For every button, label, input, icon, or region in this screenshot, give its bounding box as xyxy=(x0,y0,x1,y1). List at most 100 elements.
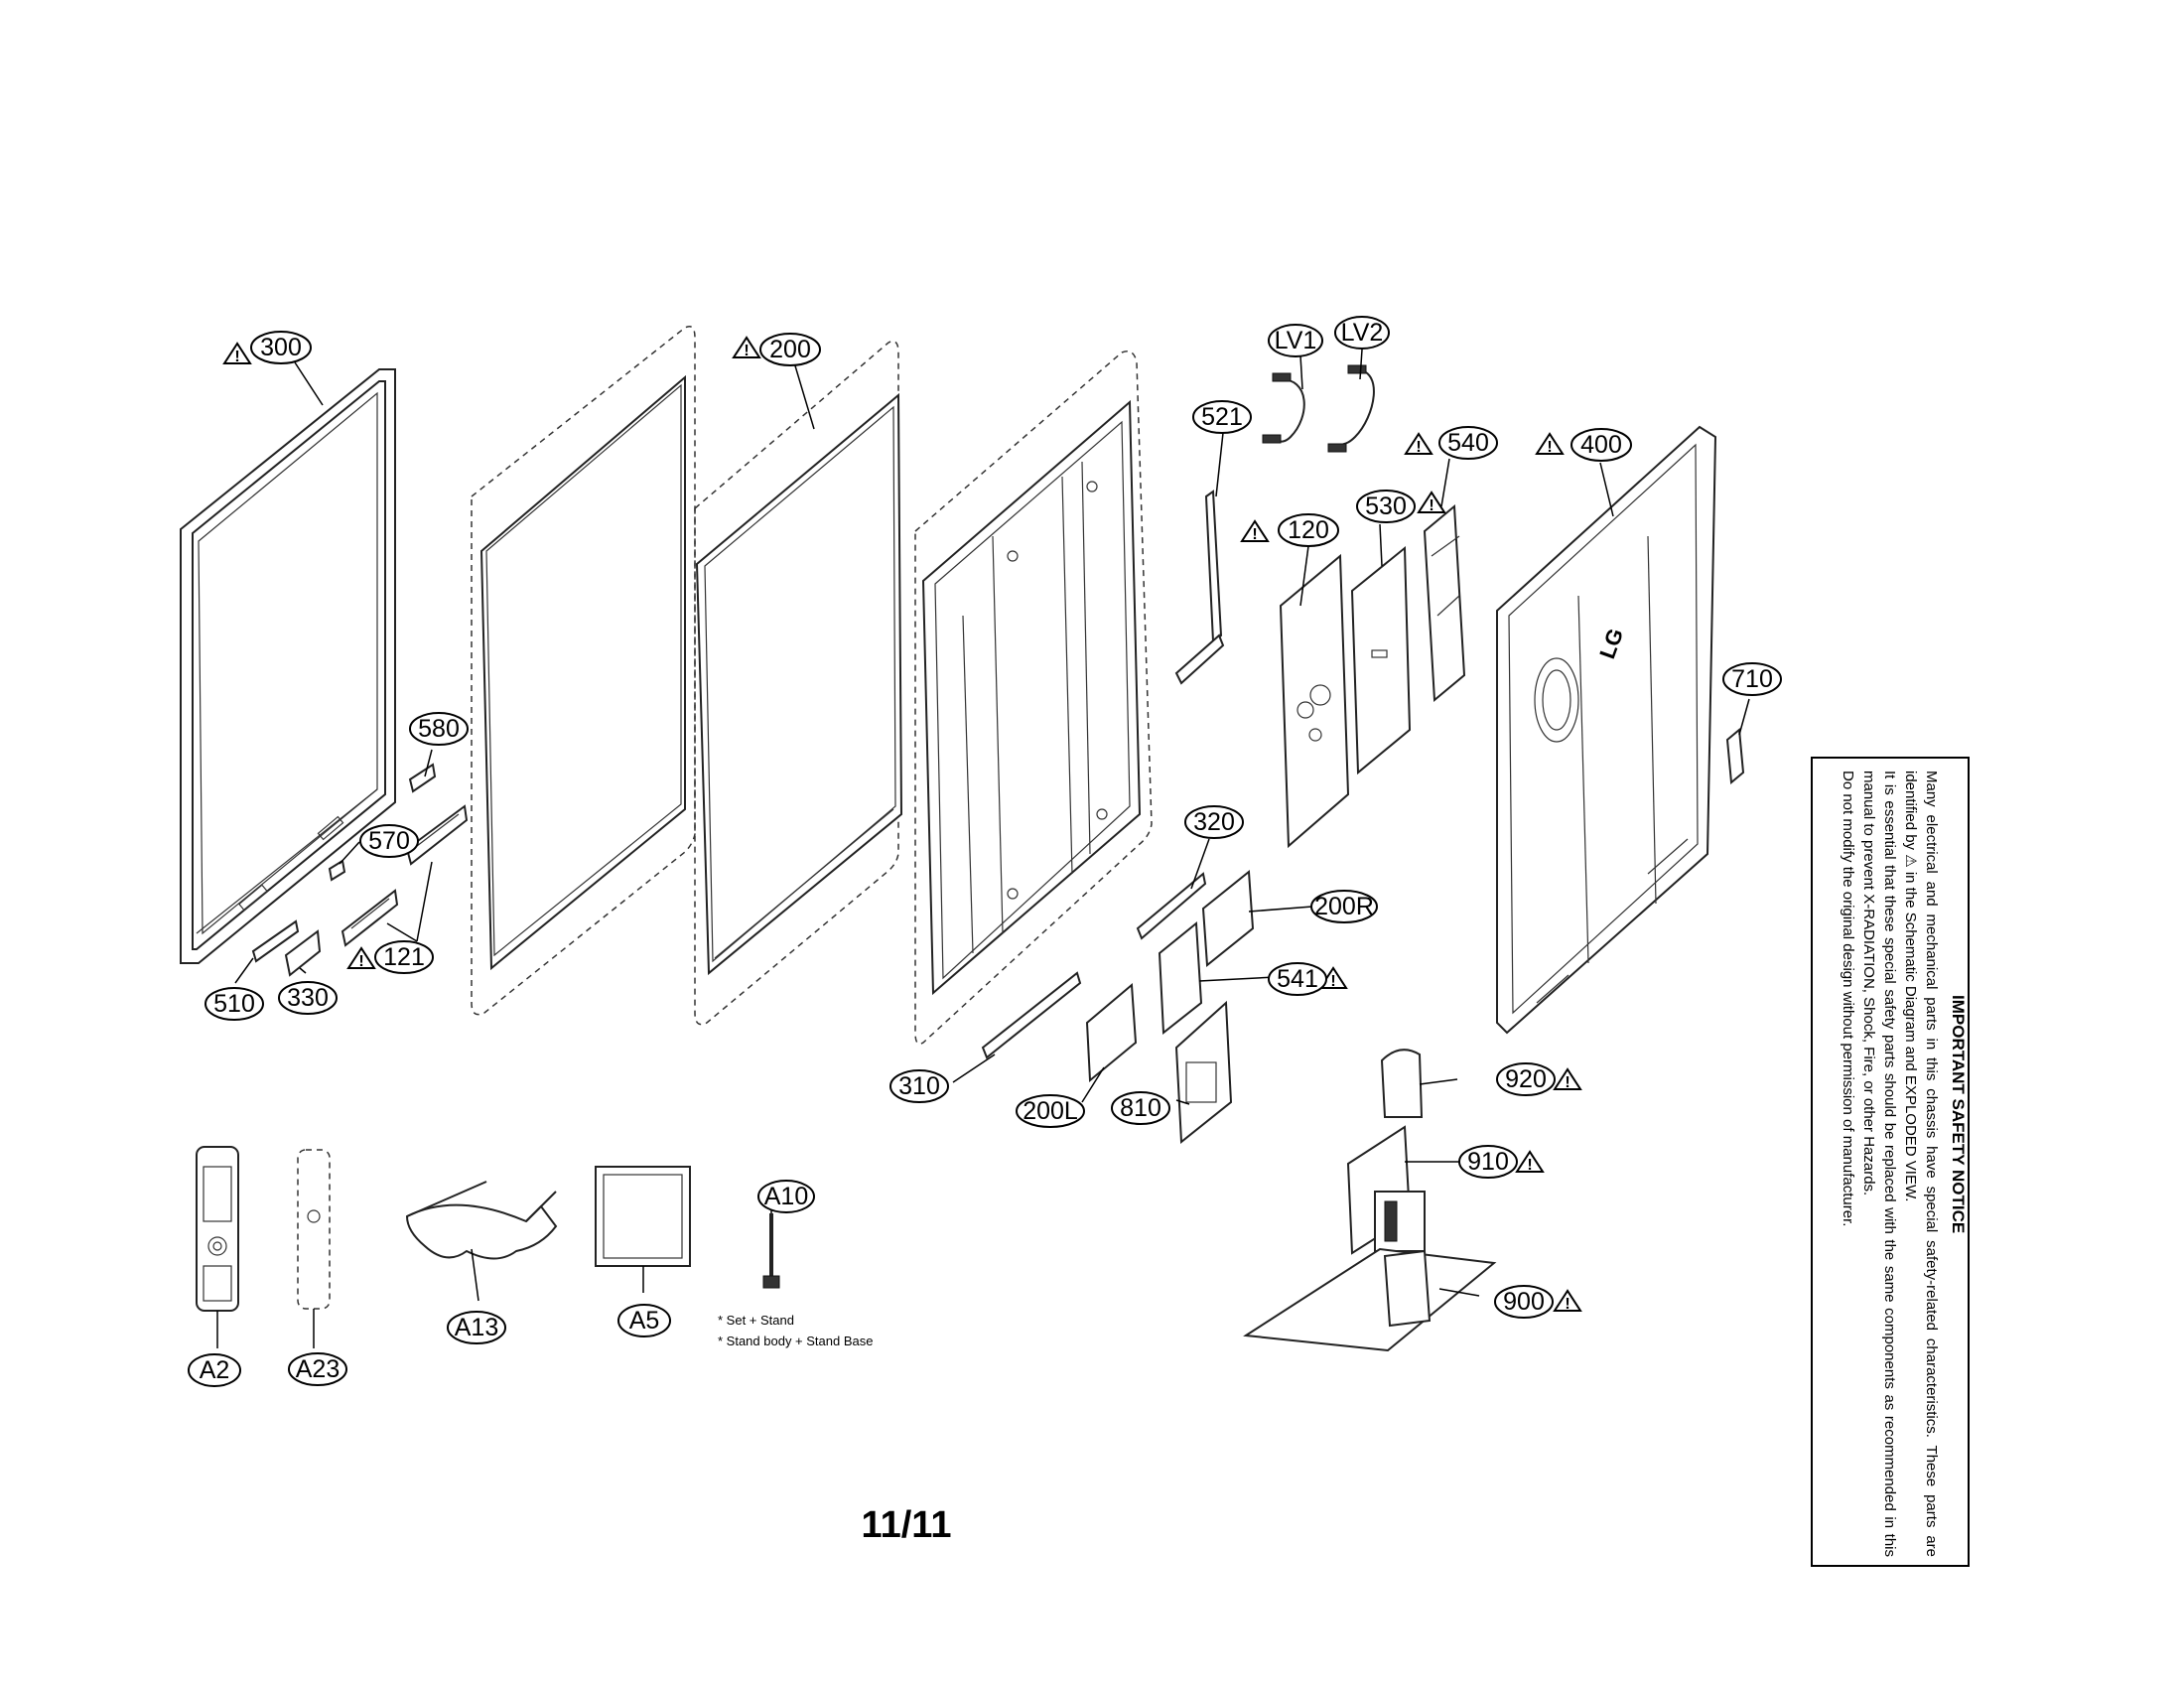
safety-notice-body: Many electrical and mechanical parts in … xyxy=(1838,771,1942,1557)
callout-A23: A23 xyxy=(288,1352,347,1386)
svg-text:LV1: LV1 xyxy=(1275,327,1317,354)
part-900 xyxy=(1243,1247,1497,1352)
svg-text:530: 530 xyxy=(1365,492,1407,520)
part-920 xyxy=(1380,1049,1424,1118)
remote-A2 xyxy=(196,1146,239,1312)
svg-text:LV2: LV2 xyxy=(1341,319,1384,347)
svg-text:!: ! xyxy=(1565,1074,1570,1091)
svg-text:120: 120 xyxy=(1288,516,1329,544)
svg-text:!: ! xyxy=(358,953,363,970)
part-200R xyxy=(1201,870,1255,967)
svg-text:400: 400 xyxy=(1580,431,1622,459)
svg-text:!: ! xyxy=(1330,973,1335,990)
callout-810: 810 xyxy=(1111,1091,1170,1125)
warning-icon: ! xyxy=(222,342,252,365)
dashed-group-frame xyxy=(914,351,1153,1045)
warning-icon: ! xyxy=(1240,519,1270,543)
svg-text:320: 320 xyxy=(1193,808,1235,836)
svg-text:521: 521 xyxy=(1201,403,1243,431)
part-510 xyxy=(251,919,300,963)
callout-200R: 200R xyxy=(1310,890,1378,923)
part-541 xyxy=(1158,921,1203,1035)
callout-400: 400 xyxy=(1570,428,1632,462)
callout-541: 541 xyxy=(1268,962,1327,996)
warning-icon: ! xyxy=(732,336,761,359)
callout-900: 900 xyxy=(1494,1285,1554,1319)
svg-text:510: 510 xyxy=(213,990,255,1018)
callout-200L: 200L xyxy=(1016,1094,1085,1128)
part-310 xyxy=(981,971,1082,1059)
safety-notice-line: It is essential that these special safet… xyxy=(1860,771,1898,1557)
svg-text:330: 330 xyxy=(287,984,329,1012)
safety-notice-title: IMPORTANT SAFETY NOTICE xyxy=(1948,989,1968,1240)
cable-LV1 xyxy=(1262,372,1305,444)
dashed-group-panel-200 xyxy=(694,341,903,1026)
callout-521: 521 xyxy=(1192,400,1252,434)
part-330 xyxy=(284,929,322,977)
warning-icon: ! xyxy=(1553,1067,1582,1091)
part-front-cabinet-300 xyxy=(180,368,396,964)
callout-330: 330 xyxy=(278,981,338,1015)
callout-910: 910 xyxy=(1458,1145,1518,1179)
part-521 xyxy=(1174,490,1225,685)
svg-text:900: 900 xyxy=(1503,1288,1545,1316)
screw-A10 xyxy=(762,1213,780,1289)
cloth-A5 xyxy=(595,1166,691,1267)
warning-icon: ! xyxy=(1535,432,1565,456)
part-530 xyxy=(1350,545,1412,775)
callout-200: 200 xyxy=(759,333,821,366)
svg-text:570: 570 xyxy=(368,827,410,855)
svg-text:!: ! xyxy=(1547,439,1552,456)
part-120 xyxy=(1279,553,1350,849)
cable-LV2 xyxy=(1327,364,1375,453)
callout-LV1: LV1 xyxy=(1268,324,1323,357)
svg-text:!: ! xyxy=(1252,526,1257,543)
svg-text:710: 710 xyxy=(1731,665,1773,693)
svg-text:A13: A13 xyxy=(455,1314,498,1341)
lg-logo-text: LG xyxy=(1594,625,1628,661)
part-810 xyxy=(1174,1000,1233,1144)
glasses-A13 xyxy=(405,1181,558,1260)
callout-920: 920 xyxy=(1496,1062,1556,1096)
part-570 xyxy=(328,859,346,882)
warning-icon: ! xyxy=(346,946,376,970)
dashed-group-optical-sheets xyxy=(471,326,696,1016)
svg-text:A23: A23 xyxy=(296,1355,340,1383)
svg-text:920: 920 xyxy=(1505,1065,1547,1093)
svg-text:310: 310 xyxy=(898,1072,940,1100)
svg-text:121: 121 xyxy=(383,943,425,971)
svg-text:!: ! xyxy=(1527,1157,1532,1174)
callout-310: 310 xyxy=(889,1069,949,1103)
part-580 xyxy=(408,763,437,793)
part-back-cover-400: LG xyxy=(1496,425,1717,1035)
callout-A2: A2 xyxy=(188,1353,241,1387)
callout-121: 121 xyxy=(374,940,434,974)
remote-A23 xyxy=(297,1149,331,1310)
callout-530: 530 xyxy=(1356,490,1416,523)
svg-text:300: 300 xyxy=(260,334,302,361)
part-121 xyxy=(341,804,469,947)
warning-icon: ! xyxy=(1553,1289,1582,1313)
svg-text:A10: A10 xyxy=(764,1183,808,1210)
warning-icon: ! xyxy=(1515,1150,1545,1174)
part-200L xyxy=(1085,982,1138,1083)
leader-lines xyxy=(216,349,1750,1348)
svg-text:580: 580 xyxy=(418,715,460,743)
callout-A13: A13 xyxy=(447,1311,506,1344)
svg-text:200R: 200R xyxy=(1314,893,1374,920)
note-stand-body-base: * Stand body + Stand Base xyxy=(718,1334,873,1348)
warning-icon: ! xyxy=(1404,432,1433,456)
part-540 xyxy=(1423,503,1466,703)
callout-320: 320 xyxy=(1184,805,1244,839)
part-320 xyxy=(1136,872,1207,940)
callout-570: 570 xyxy=(359,824,419,858)
svg-text:200L: 200L xyxy=(1023,1097,1078,1125)
svg-text:!: ! xyxy=(1416,439,1421,456)
callout-580: 580 xyxy=(409,712,469,746)
callout-510: 510 xyxy=(205,987,264,1021)
safety-notice-box: IMPORTANT SAFETY NOTICE Many electrical … xyxy=(1811,757,1970,1567)
safety-notice-line: Many electrical and mechanical parts in … xyxy=(1902,771,1940,1557)
callout-LV2: LV2 xyxy=(1334,316,1390,350)
svg-text:!: ! xyxy=(744,343,749,359)
